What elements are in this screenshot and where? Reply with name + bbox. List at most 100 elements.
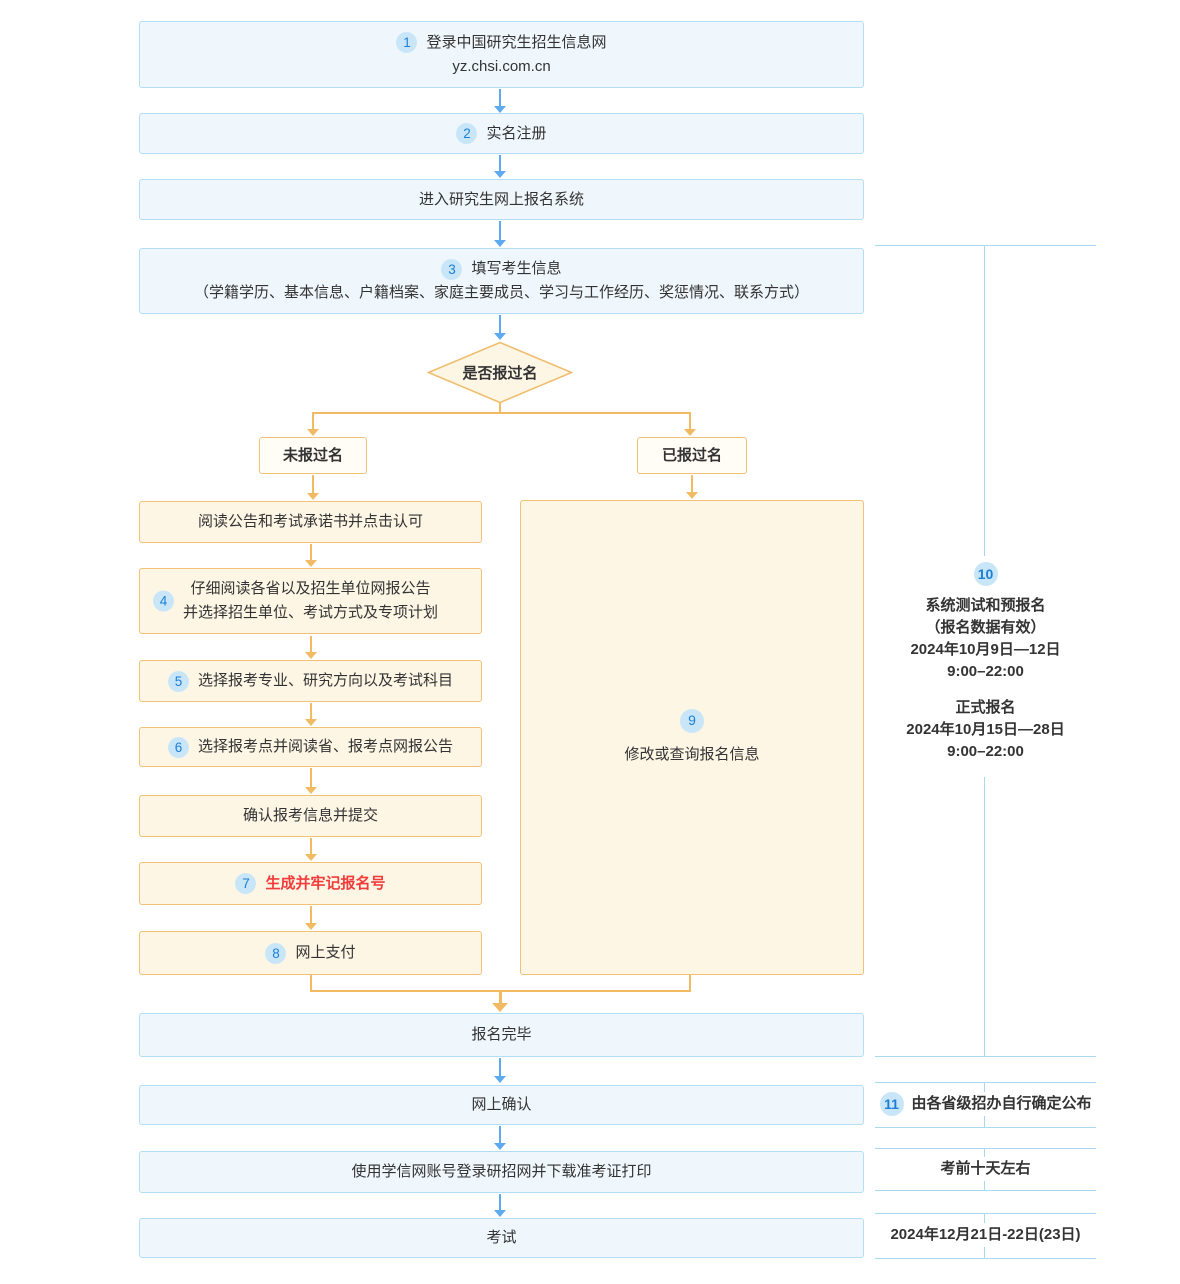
step-badge-10: 10 xyxy=(973,562,998,586)
left-step-remember-id-label: 生成并牢记报名号 xyxy=(265,874,386,892)
left-step-pay-online-box: 8 网上支付 xyxy=(139,931,482,975)
arrow-down-icon xyxy=(494,221,506,247)
arrow-head xyxy=(307,493,319,500)
arrow-down-icon xyxy=(305,636,317,659)
arrow-shaft xyxy=(499,155,501,173)
arrow-shaft xyxy=(310,906,312,925)
left-step-remember-id-row: 7 生成并牢记报名号 xyxy=(235,872,386,896)
branch-no-label: 未报过名 xyxy=(282,446,343,464)
band-time1: 9:00–22:00 xyxy=(947,663,1024,680)
timeline-row-ticket-label: 考前十天左右 xyxy=(940,1160,1031,1177)
left-step-choose-major-box: 5 选择报考专业、研究方向以及考试科目 xyxy=(139,660,482,702)
step-badge-1: 1 xyxy=(396,32,418,53)
arrow-head xyxy=(684,429,696,436)
band-note: （报名数据有效） xyxy=(925,619,1046,636)
step-badge-6: 6 xyxy=(167,736,189,758)
arrow-head xyxy=(494,1076,506,1083)
left-step-choose-site-box: 6 选择报考点并阅读省、报考点网报公告 xyxy=(139,727,482,767)
arrow-shaft xyxy=(310,636,312,654)
arrow-down-icon xyxy=(494,1194,506,1217)
arrow-shaft xyxy=(689,413,691,431)
arrow-down-icon xyxy=(494,315,506,340)
done-label: 报名完毕 xyxy=(471,1026,532,1043)
step-badge-2: 2 xyxy=(456,123,478,144)
arrow-head xyxy=(686,492,698,499)
timeline-row-exam: 2024年12月21日-22日(23日) xyxy=(875,1223,1096,1247)
left-step-choose-site-label: 选择报考点并阅读省、报考点网报公告 xyxy=(197,738,453,755)
left-step-pay-online-label: 网上支付 xyxy=(295,944,356,961)
enter-system-label: 进入研究生网上报名系统 xyxy=(418,190,584,208)
arrow-head xyxy=(492,1003,508,1012)
left-step-choose-site-row: 6 选择报考点并阅读省、报考点网报公告 xyxy=(167,735,453,759)
arrow-shaft xyxy=(499,315,501,335)
enter-system-box: 进入研究生网上报名系统 xyxy=(139,179,864,220)
step-badge-4: 4 xyxy=(153,590,174,612)
arrow-down-icon xyxy=(494,155,506,178)
arrow-shaft xyxy=(499,89,501,108)
arrow-shaft xyxy=(310,838,312,856)
arrow-shaft xyxy=(310,544,312,562)
left-step-read-notice-box: 阅读公告和考试承诺书并点击认可 xyxy=(139,501,482,543)
arrow-shaft xyxy=(499,1058,501,1078)
band-title: 系统测试和预报名 xyxy=(925,597,1046,614)
arrow-head xyxy=(494,106,506,113)
arrow-down-icon xyxy=(494,1126,506,1150)
timeline-band-registration: 10 系统测试和预报名 （报名数据有效） 2024年10月9日—12日 9:00… xyxy=(875,556,1096,777)
arrow-down-icon xyxy=(307,475,319,500)
timeline-row-ticket-pill: 考前十天左右 xyxy=(933,1157,1038,1181)
left-step-remember-id-box: 7 生成并牢记报名号 xyxy=(139,862,482,905)
arrow-shaft xyxy=(498,992,502,1005)
left-step-pay-online-row: 8 网上支付 xyxy=(265,941,356,965)
done-box: 报名完毕 xyxy=(139,1013,864,1057)
branch-yes-box: 已报过名 xyxy=(637,437,747,474)
bracket-line xyxy=(875,1148,1096,1149)
arrow-head xyxy=(494,240,506,247)
arrow-down-icon xyxy=(305,906,317,930)
arrow-head xyxy=(494,333,506,340)
arrow-head xyxy=(305,854,317,861)
online-confirm-label: 网上确认 xyxy=(471,1096,532,1113)
arrow-head xyxy=(305,923,317,930)
step-login-box: 1 登录中国研究生招生信息网 yz.chsi.com.cn xyxy=(139,21,864,88)
left-step-choose-major-label: 选择报考专业、研究方向以及考试科目 xyxy=(197,672,453,689)
admission-ticket-box: 使用学信网账号登录研招网并下载准考证打印 xyxy=(139,1151,864,1193)
fill-info-detail: （学籍学历、基本信息、户籍档案、家庭主要成员、学习与工作经历、奖惩情况、联系方式… xyxy=(193,284,809,301)
bracket-line xyxy=(875,245,1096,246)
exam-label: 考试 xyxy=(486,1229,517,1246)
left-step-confirm-submit-box: 确认报考信息并提交 xyxy=(139,795,482,837)
timeline-row-confirm: 11 由各省级招办自行确定公布 xyxy=(872,1092,1099,1116)
arrow-head xyxy=(307,429,319,436)
arrow-down-icon xyxy=(305,703,317,726)
bracket-line xyxy=(875,1213,1096,1214)
arrow-shaft xyxy=(310,703,312,721)
step-badge-9: 9 xyxy=(680,708,704,733)
decision-label: 是否报过名 xyxy=(462,365,538,382)
arrow-down-icon xyxy=(305,838,317,861)
step-login-row: 1 登录中国研究生招生信息网 xyxy=(396,31,607,55)
arrow-head xyxy=(305,719,317,726)
arrow-shaft xyxy=(499,1126,501,1145)
timeline-row-ticket: 考前十天左右 xyxy=(875,1157,1096,1181)
arrow-down-icon xyxy=(686,475,698,499)
band-time2: 9:00–22:00 xyxy=(947,743,1024,760)
step-badge-8: 8 xyxy=(265,942,287,964)
arrow-head xyxy=(494,1210,506,1217)
online-confirm-box: 网上确认 xyxy=(139,1085,864,1125)
arrow-head xyxy=(305,652,317,659)
bracket-line xyxy=(875,1127,1096,1128)
step-register-row: 2 实名注册 xyxy=(456,122,547,146)
arrow-head xyxy=(305,787,317,794)
bracket-line xyxy=(875,1258,1096,1259)
arrow-shaft xyxy=(312,475,314,495)
arrow-shaft xyxy=(499,1194,501,1212)
arrow-shaft xyxy=(310,768,312,789)
step-login-url: yz.chsi.com.cn xyxy=(452,57,551,75)
step-badge-5: 5 xyxy=(167,670,189,692)
step-register-box: 2 实名注册 xyxy=(139,113,864,154)
arrow-down-icon xyxy=(305,544,317,567)
timeline-row-exam-label: 2024年12月21日-22日(23日) xyxy=(890,1226,1081,1243)
arrow-shaft xyxy=(312,413,314,431)
timeline-row-exam-pill: 2024年12月21日-22日(23日) xyxy=(883,1223,1088,1247)
left-step-confirm-submit-label: 确认报考信息并提交 xyxy=(242,807,378,824)
timeline-row-confirm-label: 由各省级招办自行确定公布 xyxy=(911,1095,1092,1112)
